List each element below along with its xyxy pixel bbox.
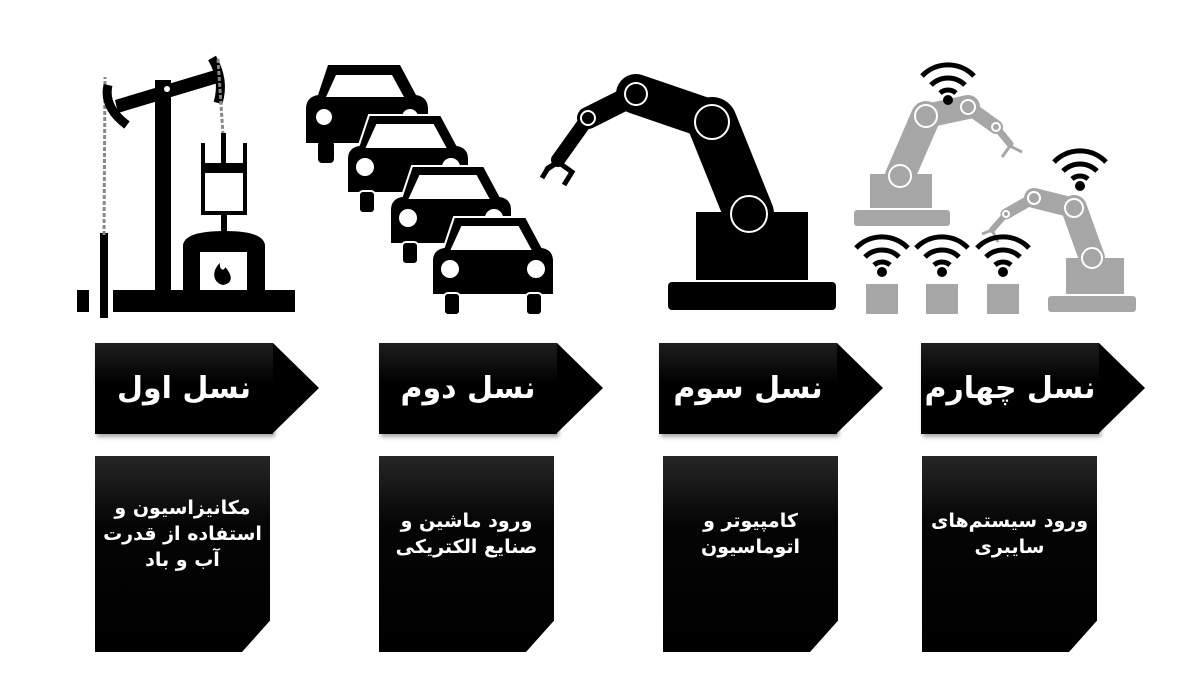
generation-2-description-card: ورود ماشین و صنایع الکتریکی bbox=[379, 456, 554, 652]
generation-1-arrow: نسل اول bbox=[95, 343, 319, 434]
generation-4-arrow: نسل چهارم bbox=[921, 343, 1145, 434]
generation-4-description-card: ورود سیستم‌های سایبری bbox=[922, 456, 1097, 652]
generation-2-label: نسل دوم bbox=[400, 371, 536, 406]
arrow-tip bbox=[557, 343, 603, 433]
generation-1-description: مکانیزاسیون و استفاده از قدرت آب و باد bbox=[103, 497, 262, 571]
arrow-tip bbox=[1099, 343, 1145, 433]
arrow-tip bbox=[837, 343, 883, 433]
arrow-tip bbox=[273, 343, 319, 433]
generation-3-arrow: نسل سوم bbox=[659, 343, 883, 434]
cars-assembly-line-icon bbox=[302, 62, 557, 320]
robotic-arm-icon bbox=[536, 70, 841, 315]
generation-2-description: ورود ماشین و صنایع الکتریکی bbox=[395, 510, 538, 558]
generation-3-description: کامپیوتر و اتوماسیون bbox=[700, 510, 801, 558]
generation-4-description: ورود سیستم‌های سایبری bbox=[930, 510, 1089, 558]
generation-3-label: نسل سوم bbox=[673, 371, 823, 406]
steam-engine-icon bbox=[75, 45, 300, 320]
generation-3-description-card: کامپیوتر و اتوماسیون bbox=[663, 456, 838, 652]
generation-1-label: نسل اول bbox=[117, 371, 251, 406]
generation-2-arrow: نسل دوم bbox=[379, 343, 603, 434]
generation-4-label: نسل چهارم bbox=[924, 371, 1096, 406]
generation-1-description-card: مکانیزاسیون و استفاده از قدرت آب و باد bbox=[95, 456, 270, 652]
connected-robots-wifi-icon bbox=[850, 62, 1145, 317]
